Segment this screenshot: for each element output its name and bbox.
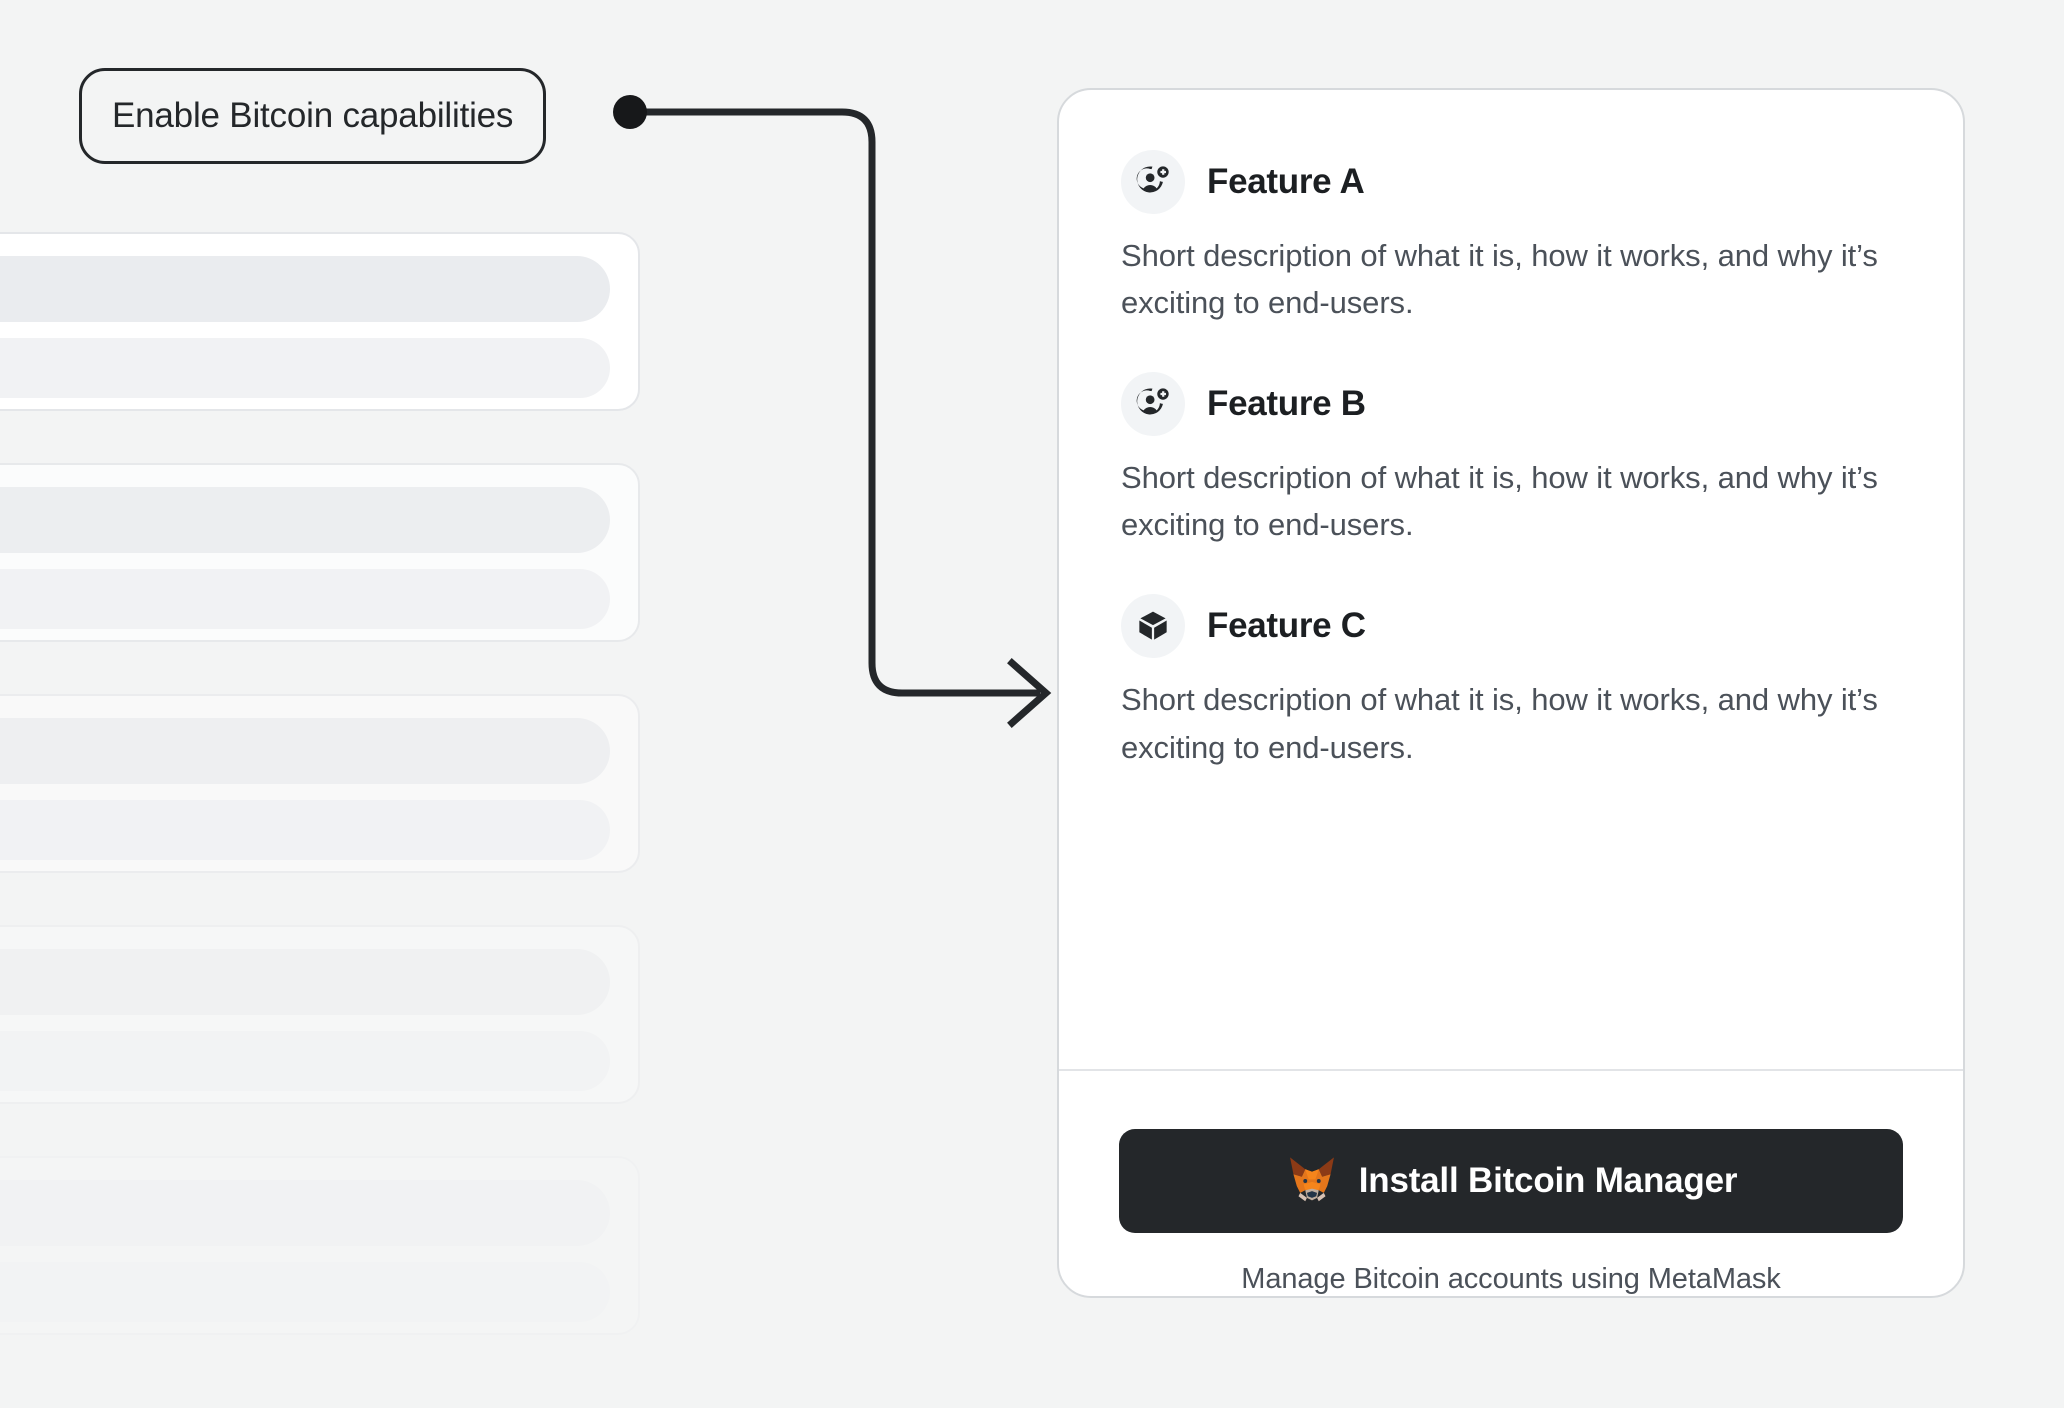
skeleton-bar-secondary xyxy=(0,1031,610,1091)
card-footer: Install Bitcoin Manager Manage Bitcoin a… xyxy=(1059,1069,1963,1296)
feature-item-b: Feature B Short description of what it i… xyxy=(1121,372,1901,548)
skeleton-bar-secondary xyxy=(0,338,610,398)
skeleton-bar-primary xyxy=(0,949,610,1015)
skeleton-bar-secondary xyxy=(0,1262,610,1322)
feature-c-description: Short description of what it is, how it … xyxy=(1121,682,1878,765)
arrow-right-icon xyxy=(1007,658,1052,728)
person-add-icon xyxy=(1121,150,1185,214)
skeleton-card xyxy=(0,694,640,873)
feature-b-title: Feature B xyxy=(1207,384,1366,424)
metamask-fox-icon xyxy=(1285,1155,1339,1207)
footer-caption: Manage Bitcoin accounts using MetaMask xyxy=(1241,1263,1781,1295)
feature-item-a: Feature A Short description of what it i… xyxy=(1121,150,1901,326)
skeleton-bar-secondary xyxy=(0,569,610,629)
install-button-label: Install Bitcoin Manager xyxy=(1358,1161,1738,1200)
callout-label-pill[interactable]: Enable Bitcoin capabilities xyxy=(79,68,547,164)
skeleton-bar-secondary xyxy=(0,800,610,860)
feature-item-c: Feature C Short description of what it i… xyxy=(1121,594,1901,770)
feature-a-title: Feature A xyxy=(1207,162,1365,201)
feature-a-header: Feature A xyxy=(1121,150,1901,214)
bitcoin-capabilities-card: Feature A Short description of what it i… xyxy=(1057,88,1965,1298)
feature-b-description: Short description of what it is, how it … xyxy=(1121,460,1878,543)
skeleton-card xyxy=(0,463,640,642)
callout-label-text: Enable Bitcoin capabilities xyxy=(112,96,514,135)
feature-c-header: Feature C xyxy=(1121,594,1901,659)
skeleton-card xyxy=(0,925,640,1104)
skeleton-card xyxy=(0,1156,640,1335)
install-bitcoin-manager-button[interactable]: Install Bitcoin Manager xyxy=(1119,1129,1903,1233)
skeleton-bar-primary xyxy=(0,256,610,322)
feature-b-header: Feature B xyxy=(1121,372,1901,437)
skeleton-card xyxy=(0,232,640,411)
feature-c-title: Feature C xyxy=(1207,606,1366,646)
connector-path xyxy=(630,108,1040,697)
skeleton-bar-primary xyxy=(0,718,610,784)
skeleton-bar-primary xyxy=(0,487,610,553)
person-add-icon xyxy=(1121,372,1185,437)
skeleton-bar-primary xyxy=(0,1180,610,1246)
connector-dot-icon xyxy=(613,95,647,129)
feature-list: Feature A Short description of what it i… xyxy=(1059,90,1963,1069)
feature-a-description: Short description of what it is, how it … xyxy=(1121,238,1878,321)
cube-icon xyxy=(1121,594,1185,659)
